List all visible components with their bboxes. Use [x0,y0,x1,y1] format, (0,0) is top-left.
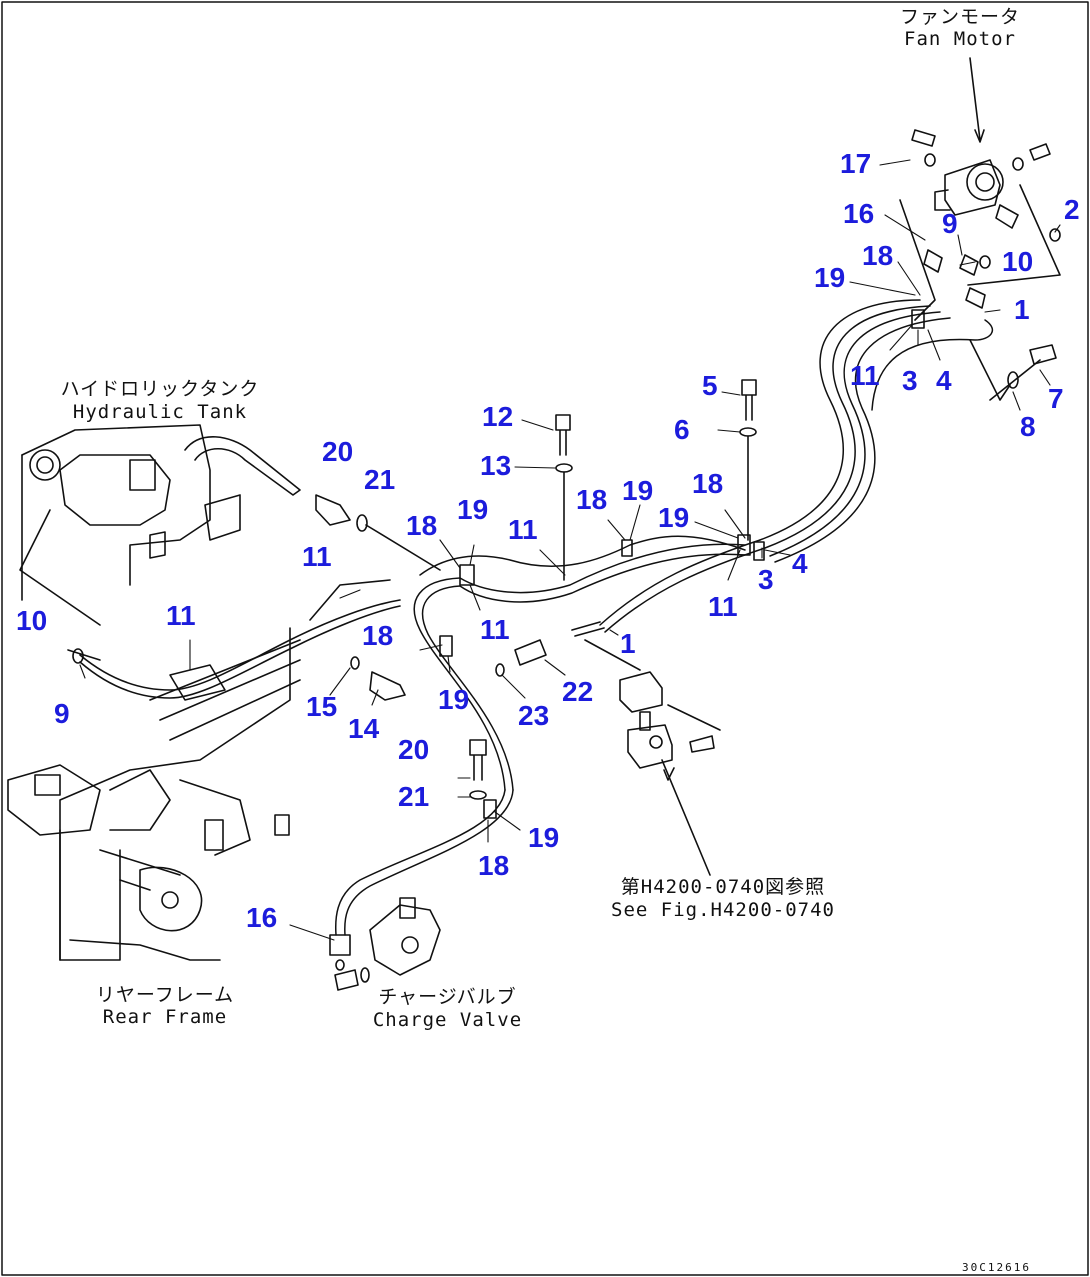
rear-frame-icon [7,627,301,961]
callout-16: 16 [246,902,278,933]
hydraulic-tank-icon [19,424,301,626]
callout-10: 10 [1002,246,1034,277]
callout-19: 19 [438,684,470,715]
callout-4: 4 [936,365,952,396]
callout-5: 5 [702,370,718,401]
callout-12: 12 [482,401,514,432]
callout-3: 3 [902,365,918,396]
hydraulic-tank-label-jp: ハイドロリックタンク [60,378,260,400]
callout-11: 11 [480,614,510,645]
callout-11: 11 [302,541,332,572]
callout-8: 8 [1020,411,1036,442]
callout-19: 19 [457,494,489,525]
callout-9: 9 [942,208,958,239]
hydraulic-tank-label-en: Hydraulic Tank [72,401,248,423]
rear-frame-label-en: Rear Frame [102,1006,228,1028]
callout-7: 7 [1048,383,1064,414]
callout-18: 18 [862,240,894,271]
callout-2: 2 [1064,194,1080,225]
fan-motor-label-jp: ファンモータ [899,6,1020,28]
callout-23: 23 [518,700,550,731]
drawing-code: 30C12616 [962,1261,1031,1274]
fittings-icon [911,129,1061,389]
callout-9: 9 [54,698,70,729]
callout-19: 19 [814,262,846,293]
callout-18: 18 [406,510,438,541]
fan-motor-icon [934,57,1004,216]
callout-6: 6 [674,414,690,445]
callout-1: 1 [1014,294,1030,325]
rear-frame-label-jp: リヤーフレーム [95,984,235,1006]
charge-valve-label-jp: チャージバルブ [378,986,517,1008]
callout-13: 13 [480,450,512,481]
hose-bundle [334,299,994,936]
callout-17: 17 [840,148,872,179]
callout-16: 16 [843,198,875,229]
callout-18: 18 [362,620,394,651]
callout-10: 10 [16,605,48,636]
callout-18: 18 [576,484,608,515]
callout-14: 14 [348,713,380,744]
callout-19: 19 [658,502,690,533]
callout-20: 20 [398,734,430,765]
callout-21: 21 [364,464,396,495]
callout-11: 11 [708,591,738,622]
callout-22: 22 [562,676,594,707]
valve-block-icon [619,671,721,876]
callout-15: 15 [306,691,338,722]
callout-3: 3 [758,564,774,595]
callout-11: 11 [508,514,538,545]
charge-valve-label-en: Charge Valve [372,1009,523,1031]
see-fig-label-en: See Fig.H4200-0740 [611,899,835,921]
callout-18: 18 [692,468,724,499]
see-fig-label-jp: 第H4200-0740図参照 [620,876,826,898]
callout-18: 18 [478,850,510,881]
callout-19: 19 [622,475,654,506]
callout-19: 19 [528,822,560,853]
callout-11: 11 [166,600,196,631]
leader-lines [79,159,1061,941]
callout-11: 11 [850,360,880,391]
charge-valve-icon [329,897,441,991]
callout-20: 20 [322,436,354,467]
callout-1: 1 [620,628,636,659]
fan-motor-label-en: Fan Motor [904,28,1016,50]
callout-21: 21 [398,781,430,812]
bolts [315,379,757,800]
clamps [439,309,925,819]
callout-4: 4 [792,548,808,579]
